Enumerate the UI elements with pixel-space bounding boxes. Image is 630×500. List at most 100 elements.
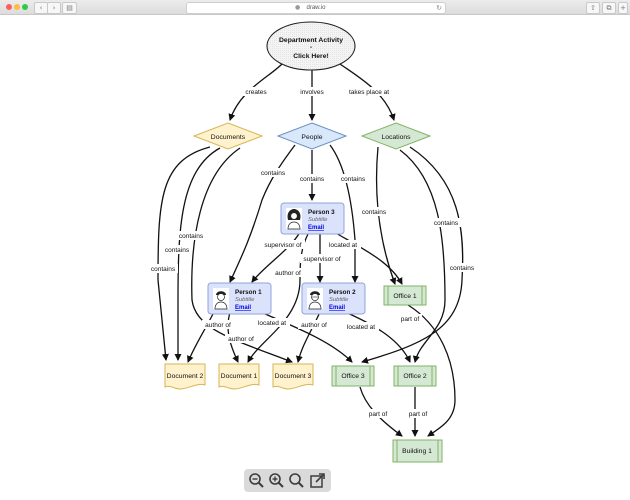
sidebar-icon[interactable]: ▤ xyxy=(62,2,77,14)
people-label: People xyxy=(301,134,322,141)
document-2-label: Document 2 xyxy=(167,373,204,380)
label-author-of-p2: author of xyxy=(301,322,327,329)
edge-people-contains-p2[interactable] xyxy=(329,144,359,283)
edge-p1-author-doc2[interactable] xyxy=(187,309,216,363)
edge-labels: creates involves takes place at contains… xyxy=(148,87,477,418)
title-line-1: Department Activity xyxy=(279,37,343,44)
person-card-3[interactable]: Person 3 Subtitle Email xyxy=(280,202,345,235)
document-3-label: Document 3 xyxy=(275,373,312,380)
person-2-name: Person 2 xyxy=(329,289,356,296)
back-button[interactable]: ‹ xyxy=(34,2,48,14)
document-3-node[interactable]: Document 3 xyxy=(272,363,314,390)
title-node[interactable]: Department Activity - Click Here! xyxy=(266,21,356,71)
document-1-node[interactable]: Document 1 xyxy=(218,363,260,390)
label-located-at-p2: located at xyxy=(347,324,375,331)
label-part-of-office1: part of xyxy=(401,316,420,323)
edge-takes-place-at[interactable] xyxy=(339,63,396,121)
label-creates: creates xyxy=(245,89,267,96)
zoom-out-icon[interactable] xyxy=(247,471,266,490)
building-1-label: Building 1 xyxy=(402,448,432,455)
zoom-fit-icon[interactable] xyxy=(287,471,306,490)
office-2-label: Office 2 xyxy=(403,373,427,380)
edge-p3-located-office1[interactable] xyxy=(333,231,403,285)
office-1-label: Office 1 xyxy=(393,293,417,300)
label-contains-doc3: contains xyxy=(179,233,204,240)
reload-icon[interactable]: ↻ xyxy=(436,4,442,12)
person-1-email-link[interactable]: Email xyxy=(235,305,251,311)
office-1-node[interactable]: Office 1 xyxy=(383,285,427,306)
person-1-subtitle: Subtitle xyxy=(235,297,255,303)
forward-button[interactable]: › xyxy=(47,2,61,14)
address-text: draw.io xyxy=(306,5,326,11)
edge-people-contains-p1[interactable] xyxy=(229,144,296,283)
title-line-2: - xyxy=(310,44,312,51)
building-1-node[interactable]: Building 1 xyxy=(392,439,443,463)
document-2-node[interactable]: Document 2 xyxy=(164,363,206,390)
edge-p3-supervisor-p1[interactable] xyxy=(251,231,301,283)
share-icon[interactable]: ⇧ xyxy=(586,2,600,14)
male-avatar-icon xyxy=(213,288,229,310)
minimize-window-button[interactable] xyxy=(14,4,20,10)
diagram-canvas[interactable]: creates involves takes place at contains… xyxy=(0,15,630,500)
edge-p2-located-office2[interactable] xyxy=(344,311,411,363)
label-contains-office1: contains xyxy=(362,209,387,216)
documents-label: Documents xyxy=(211,134,246,141)
category-documents[interactable]: Documents xyxy=(192,122,264,150)
label-author-of-p1-doc2: author of xyxy=(205,322,231,329)
label-contains-p2: contains xyxy=(341,176,366,183)
edge-p3-author-doc1[interactable] xyxy=(247,233,309,363)
person-2-email-link[interactable]: Email xyxy=(329,305,345,311)
new-tab-button[interactable]: + xyxy=(618,2,628,14)
person-3-name: Person 3 xyxy=(308,209,335,216)
person-1-name: Person 1 xyxy=(235,289,262,296)
edge-docs-contains-doc2b[interactable] xyxy=(174,147,221,361)
tabs-icon[interactable]: ⧉ xyxy=(602,2,616,14)
edge-loc-contains-office2[interactable] xyxy=(399,149,446,363)
close-window-button[interactable] xyxy=(6,4,12,10)
person-3-subtitle: Subtitle xyxy=(308,217,328,223)
person-card-1[interactable]: Person 1 Subtitle Email xyxy=(207,282,272,315)
zoom-in-icon[interactable] xyxy=(267,471,286,490)
open-external-icon[interactable] xyxy=(308,471,327,490)
label-contains-office2: contains xyxy=(434,220,459,227)
document-1-label: Document 1 xyxy=(221,373,258,380)
label-takes-place-at: takes place at xyxy=(349,89,389,96)
browser-toolbar: ‹ › ▤ ● draw.io ↻ ⇧ ⧉ + xyxy=(0,0,630,15)
label-involves: involves xyxy=(300,89,324,96)
category-locations[interactable]: Locations xyxy=(360,122,432,150)
edge-p1-located-office3[interactable] xyxy=(255,309,353,363)
office-3-label: Office 3 xyxy=(341,373,365,380)
label-contains-p3: contains xyxy=(300,176,325,183)
female-avatar-icon xyxy=(286,208,302,230)
label-supervisor-of-p2: supervisor of xyxy=(303,256,340,263)
locations-label: Locations xyxy=(381,134,411,141)
label-contains-p1: contains xyxy=(261,170,286,177)
title-line-3: Click Here! xyxy=(293,53,329,60)
label-author-of-p1-doc1: author of xyxy=(228,336,254,343)
label-author-of-p3: author of xyxy=(275,270,301,277)
label-contains-doc2: contains xyxy=(151,266,176,273)
edge-office1-partof-building[interactable] xyxy=(407,304,456,437)
edge-p2-author-doc3[interactable] xyxy=(295,311,321,363)
label-located-at-p3: located at xyxy=(329,242,357,249)
edge-loc-contains-office3[interactable] xyxy=(361,146,464,364)
label-part-of-office2: part of xyxy=(409,411,428,418)
person-3-email-link[interactable]: Email xyxy=(308,225,324,231)
label-contains-office3: contains xyxy=(450,265,475,272)
edge-creates[interactable] xyxy=(228,63,283,121)
category-people[interactable]: People xyxy=(276,122,348,150)
office-3-node[interactable]: Office 3 xyxy=(331,365,375,387)
person-2-subtitle: Subtitle xyxy=(329,297,349,303)
address-bar[interactable]: ● draw.io ↻ xyxy=(186,2,446,14)
person-card-2[interactable]: Person 2 Subtitle Email xyxy=(301,282,366,315)
office-2-node[interactable]: Office 2 xyxy=(393,365,437,387)
lock-icon: ● xyxy=(295,4,301,11)
label-contains-doc2b: contains xyxy=(165,247,190,254)
label-located-at-p1: located at xyxy=(258,320,286,327)
label-part-of-office3: part of xyxy=(369,411,388,418)
maximize-window-button[interactable] xyxy=(22,4,28,10)
zoom-toolbar xyxy=(244,469,331,492)
label-supervisor-of-p1: supervisor of xyxy=(264,242,301,249)
male-avatar-icon xyxy=(307,288,323,310)
